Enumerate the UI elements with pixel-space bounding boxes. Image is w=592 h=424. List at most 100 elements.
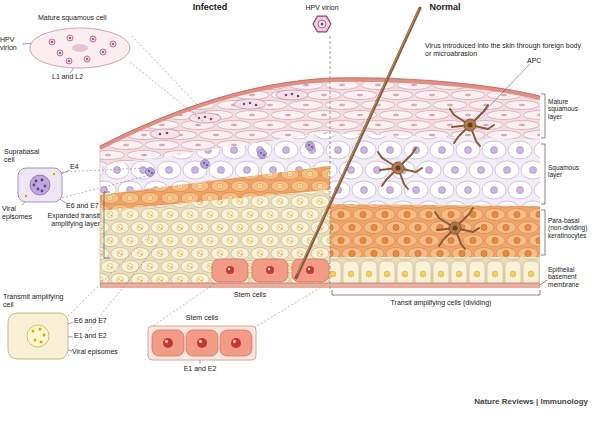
infected-cell [206, 164, 208, 166]
leader-line [62, 176, 146, 198]
infected-cell [297, 95, 300, 98]
infected-cell [203, 162, 205, 164]
stem-cell [226, 266, 234, 274]
stem-cell [212, 259, 329, 282]
inset-cell [231, 338, 241, 348]
inset-cell [8, 28, 256, 360]
divider-line [330, 36, 331, 292]
inset-cell [34, 339, 37, 342]
inset-cell [112, 43, 114, 45]
inset-cell [68, 60, 70, 62]
inset-cell [30, 175, 50, 195]
inset-cell [32, 330, 35, 333]
infected-cell [204, 116, 207, 119]
inset-cell [35, 180, 38, 183]
infected-cell [291, 93, 294, 96]
inset-cell [186, 330, 218, 356]
apc-cell [378, 148, 422, 189]
leader-line [62, 36, 326, 356]
infected-cell [210, 118, 213, 121]
layer-bracket [104, 94, 547, 295]
callout-label: Viral episomes [2, 205, 36, 221]
infected-cell [189, 113, 221, 123]
infected-cell [201, 160, 210, 169]
protein-label: L1 and L2 [52, 73, 102, 81]
layer-label: Expanded transit amplifying layer [38, 212, 100, 228]
inset-cell: Stem cells [148, 326, 256, 360]
inset-cell [197, 338, 207, 348]
infected-cell [146, 90, 315, 177]
hpv-virion-icon [318, 20, 326, 28]
stem-cell [268, 268, 270, 270]
inset-cell [8, 313, 68, 359]
foreign-body [297, 9, 419, 274]
cell-heading: Stem cells [148, 314, 256, 322]
inset-cell [233, 340, 236, 343]
infected-cell [159, 133, 162, 136]
inset-cell: Mature squamous cell [28, 27, 132, 69]
cell-heading: Mature squamous cell [38, 14, 148, 22]
cell-label: APC [527, 57, 557, 65]
inset-cell [165, 340, 168, 343]
leader-line [132, 36, 205, 113]
leader-line [254, 284, 326, 328]
infected-cell [166, 132, 169, 135]
cell-label: Stem cells [220, 291, 280, 299]
layer-bracket [540, 280, 547, 285]
leader-line [130, 62, 205, 123]
inset-cell [220, 330, 252, 356]
inset-cell [66, 58, 72, 64]
infected-cell [249, 102, 252, 105]
inset-cell [110, 41, 116, 47]
inset-cell [148, 326, 256, 360]
cell-heading: Transmit amplifying cell [3, 293, 69, 309]
inset-cell [90, 36, 96, 42]
inset-cell [199, 340, 202, 343]
infected-cell [276, 90, 308, 100]
stem-cell [266, 266, 274, 274]
layer-label: Squamous layer [548, 164, 592, 179]
inset-cell [44, 185, 47, 188]
basement-membrane [100, 283, 540, 288]
infected-cell [260, 152, 262, 154]
callout-label: Viral episomes [72, 348, 122, 356]
epithelium-layer [330, 134, 545, 206]
leader-line [68, 244, 158, 356]
inset-cell [49, 39, 55, 45]
inset-cell [57, 50, 63, 56]
inset-cell [102, 51, 104, 53]
layer-bracket [332, 290, 540, 295]
stem-cell [306, 266, 314, 274]
protein-label: E6 and E7 [74, 317, 114, 325]
stem-cell [292, 259, 329, 282]
infected-cell [243, 103, 246, 106]
stem-cell [212, 259, 248, 282]
inset-cell [18, 168, 62, 202]
hpv-virion-icon [313, 16, 331, 32]
apc-cell [435, 208, 479, 249]
infected-cell [151, 172, 153, 174]
credit-line: Nature Reviews | Immunology [436, 398, 588, 407]
protein-label: E6 and E7 [66, 202, 106, 210]
inset-cell [53, 173, 55, 175]
leader-line [68, 235, 150, 316]
infected-cell [150, 129, 180, 139]
inset-cell [39, 328, 42, 331]
infected-cell [306, 142, 315, 151]
hpv-virion-icon [321, 23, 324, 26]
inset-cell [25, 195, 27, 197]
layer-label: Transit amplifying cells (dividing) [361, 299, 521, 307]
inset-cell [51, 41, 53, 43]
inset-cell [41, 179, 44, 182]
epithelium-layer [330, 0, 545, 140]
inset-cell [37, 188, 40, 191]
inset-cell: Transmit amplifying cell [8, 313, 68, 359]
skin-surface [100, 80, 540, 148]
stem-cell [252, 259, 288, 282]
inset-cell: Suprabasal cell [18, 168, 62, 202]
inset-cell [40, 341, 43, 344]
layer-label: Mature squamous layer [548, 98, 592, 120]
layer-bracket [541, 210, 545, 255]
protein-label: E4 [70, 163, 90, 171]
skin-surface [100, 78, 540, 283]
